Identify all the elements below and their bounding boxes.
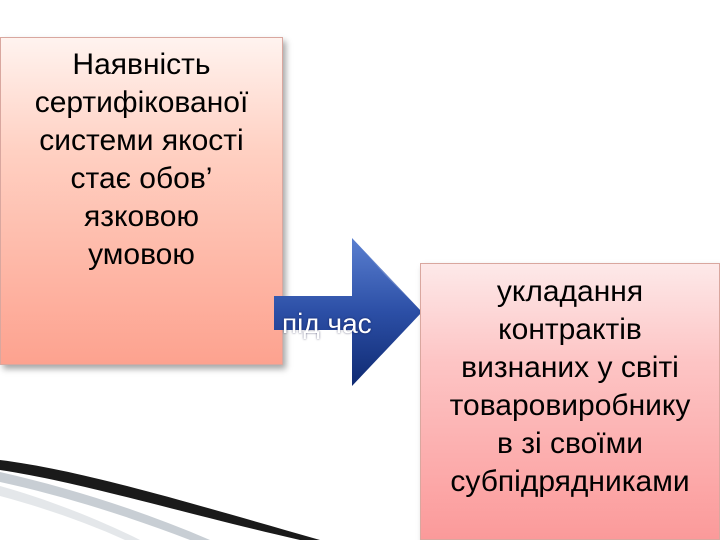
arrow-right-icon (274, 238, 422, 386)
decorative-swoosh (0, 460, 320, 540)
requirement-text: Наявність сертифікованої системи якості … (34, 48, 249, 271)
contract-box: укладання контрактів визнаних у світі то… (420, 263, 720, 540)
contract-text: укладання контрактів визнаних у світі то… (449, 275, 691, 498)
arrow-label: під час (282, 308, 372, 339)
requirement-box: Наявність сертифікованої системи якості … (0, 37, 283, 365)
